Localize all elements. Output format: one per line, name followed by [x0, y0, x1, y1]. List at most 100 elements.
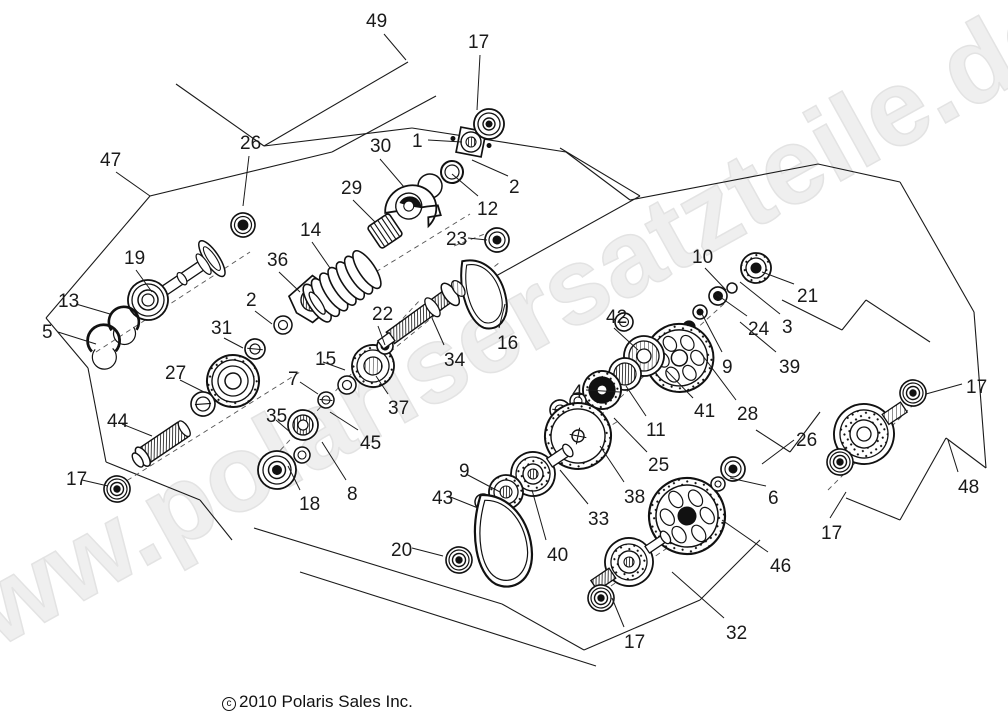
part-3-spacer: [726, 282, 738, 294]
leader-line-16: [498, 303, 506, 329]
callout-23: 23: [446, 229, 468, 250]
leader-line-49: [383, 33, 407, 61]
leader-line-8: [321, 441, 347, 481]
part-9-gear: [644, 322, 715, 393]
callout-44: 44: [107, 411, 129, 432]
leader-line-19: [135, 269, 153, 293]
part-45-washer: [293, 446, 311, 464]
leader-line-4: [585, 389, 621, 393]
part-46-gear: [647, 476, 727, 556]
callout-17: 17: [821, 523, 843, 544]
callout-26: 26: [240, 133, 262, 154]
callout-49: 49: [366, 11, 388, 32]
callout-8: 8: [347, 484, 358, 505]
part-14-spring: [302, 249, 382, 323]
leader-line-46: [721, 519, 769, 553]
callout-27: 27: [165, 363, 187, 384]
watermark-text: www.polarisersatzteile.de: [0, 0, 1008, 710]
part-17-bearing-bottom: [582, 579, 620, 617]
callout-19: 19: [124, 248, 146, 269]
callout-33: 33: [588, 509, 610, 530]
callout-25: 25: [648, 455, 670, 476]
leader-line-24: [715, 293, 748, 317]
part-2-washer-a: [269, 311, 297, 339]
callout-10: 10: [692, 247, 714, 268]
callout-47: 47: [100, 150, 122, 171]
leader-line-32: [671, 571, 725, 619]
callout-29: 29: [341, 178, 363, 199]
leader-line-7: [299, 381, 319, 395]
callout-5: 5: [42, 322, 53, 343]
callout-21: 21: [797, 286, 819, 307]
leader-line-41: [665, 369, 694, 399]
part-18-bearing: [257, 450, 297, 490]
callout-28: 28: [737, 404, 759, 425]
callout-38: 38: [624, 487, 646, 508]
callout-32: 32: [726, 623, 748, 644]
callout-7: 7: [288, 369, 299, 390]
callout-16: 16: [497, 333, 519, 354]
callout-9: 9: [722, 357, 733, 378]
callout-2: 2: [246, 290, 257, 311]
part-27-collar: [190, 391, 216, 417]
callout-30: 30: [370, 136, 392, 157]
leader-line-6: [729, 477, 767, 487]
leader-line-9: [701, 313, 723, 353]
callout-42: 42: [606, 307, 628, 328]
leader-line-42: [613, 327, 639, 351]
callout-46: 46: [770, 556, 792, 577]
part-30-housing: [384, 184, 442, 229]
part-37-gear: [351, 344, 395, 388]
callout-37: 37: [388, 398, 410, 419]
callout-31: 31: [211, 318, 233, 339]
leader-line-39: [739, 321, 777, 353]
callout-43: 43: [432, 488, 454, 509]
leader-line-25: [613, 417, 648, 453]
part-17-bearing-top: [473, 108, 505, 140]
callout-17: 17: [468, 32, 490, 53]
part-11-gear: [582, 370, 622, 410]
callout-45: 45: [360, 433, 382, 454]
part-32-shaft: [589, 530, 672, 592]
callout-13: 13: [58, 291, 80, 312]
callout-11: 11: [646, 420, 666, 441]
callout-3: 3: [782, 317, 793, 338]
callout-14: 14: [300, 220, 322, 241]
leader-line-31: [223, 337, 244, 349]
part-31-washer: [244, 338, 266, 360]
part-44-shaft: [131, 420, 191, 468]
callout-18: 18: [299, 494, 321, 515]
callout-34: 34: [444, 350, 466, 371]
leader-line-14: [311, 241, 331, 269]
leader-line-47: [115, 171, 151, 197]
leader-line-10: [704, 267, 727, 291]
leader-line-38: [599, 445, 625, 483]
leader-line-17: [81, 479, 109, 487]
callout-41: 41: [694, 401, 716, 422]
leader-line-33: [559, 469, 589, 505]
callout-40: 40: [547, 545, 569, 566]
callout-48: 48: [958, 477, 980, 498]
leader-line-26: [242, 155, 250, 207]
part-16-belt: [460, 259, 508, 330]
leader-line-44: [121, 423, 153, 437]
leader-line-21: [761, 271, 795, 285]
part-13-snapring: [107, 305, 141, 346]
part-48-bevel-gear: [833, 401, 909, 465]
callout-17: 17: [66, 469, 88, 490]
callout-35: 35: [266, 406, 288, 427]
part-19-bearing: [127, 279, 169, 321]
leader-line-30: [379, 158, 405, 188]
group-frames: [45, 61, 987, 667]
leader-line-1: [427, 139, 463, 143]
leader-line-17: [611, 597, 625, 628]
leader-line-12: [451, 173, 479, 197]
callout-39: 39: [779, 357, 801, 378]
leader-line-34: [431, 317, 445, 346]
leader-line-48: [947, 439, 959, 473]
leader-line-17: [829, 491, 847, 519]
leader-line-2: [254, 310, 273, 325]
leader-line-18: [287, 465, 301, 491]
